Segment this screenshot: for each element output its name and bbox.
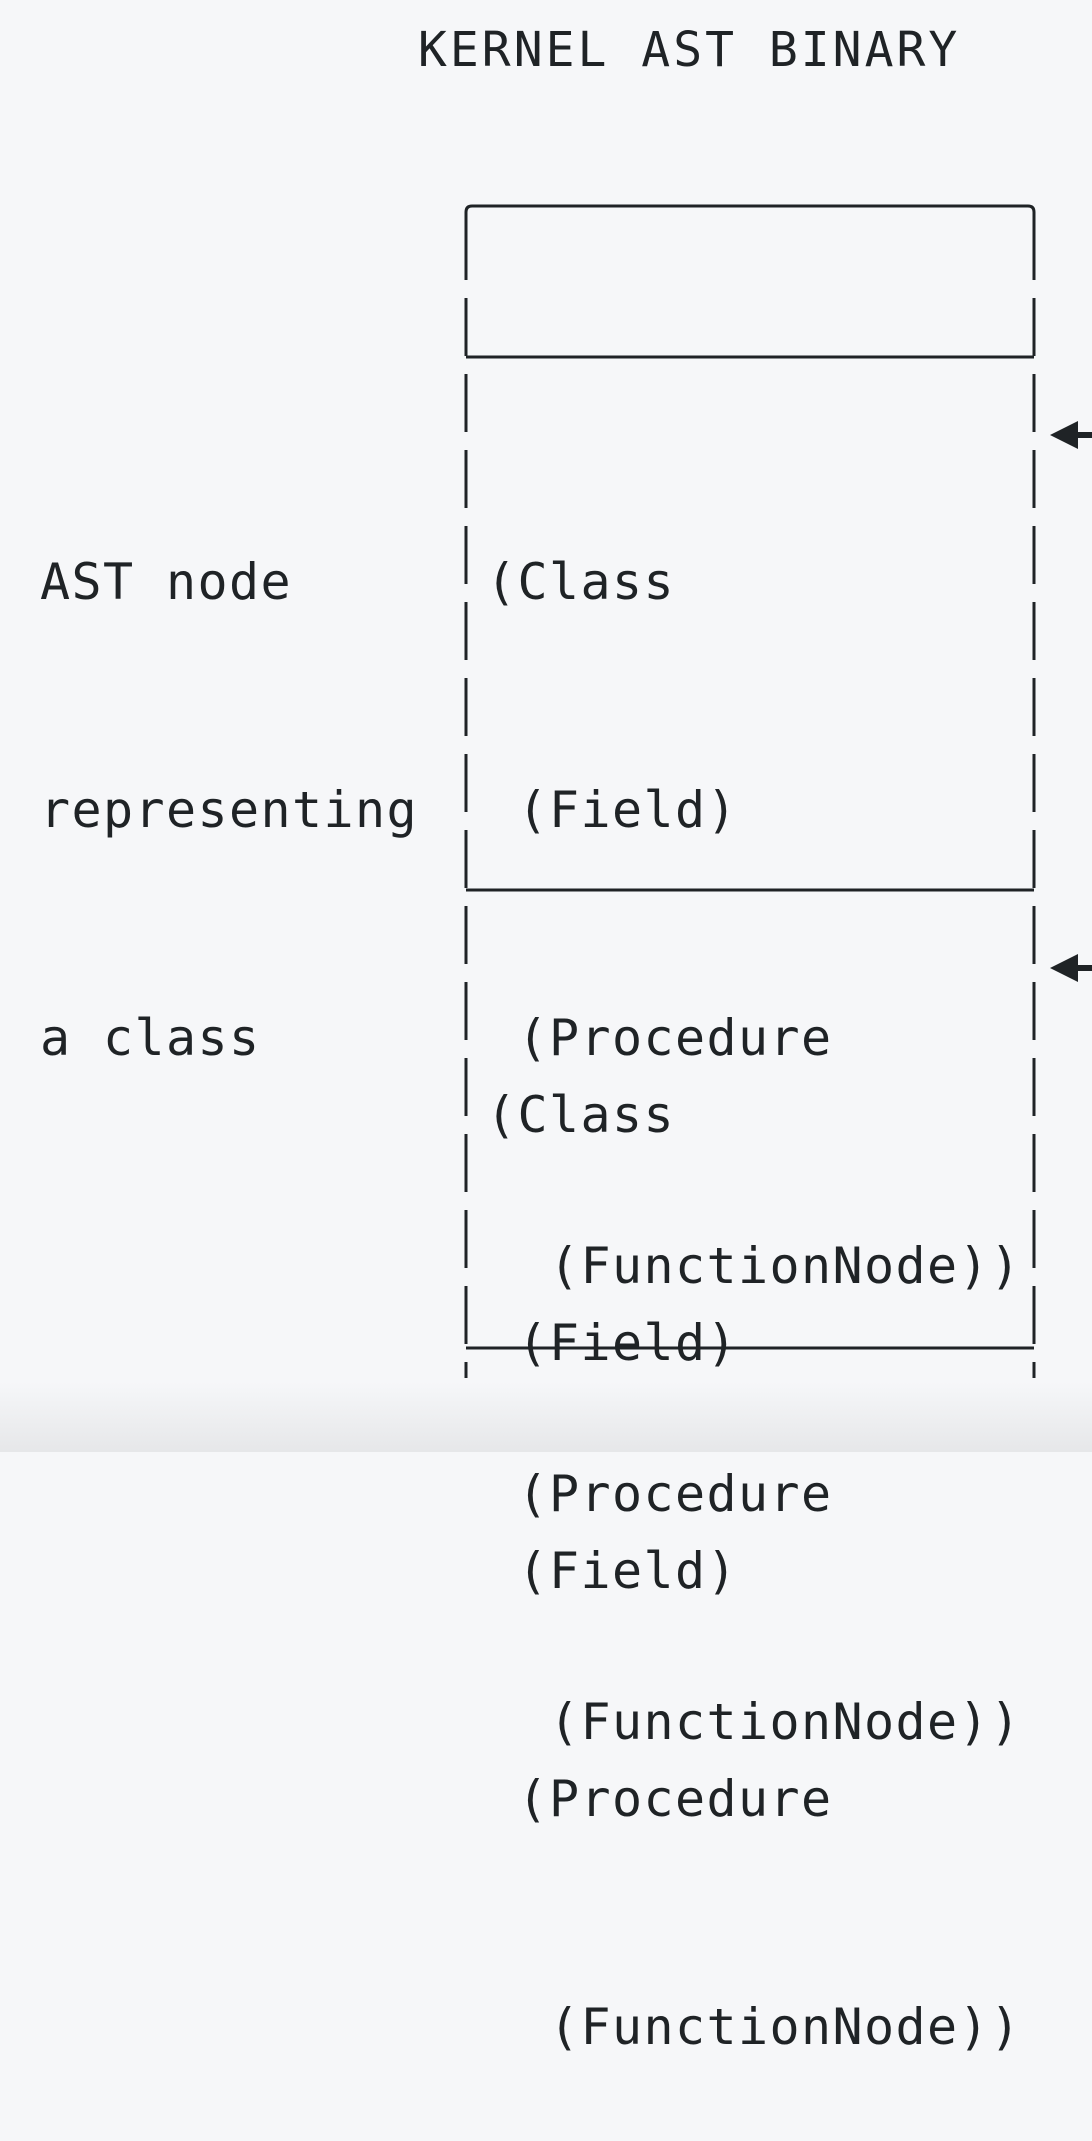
arrow-left-icon (1050, 421, 1092, 449)
box-top-border (464, 204, 1036, 222)
binary-layout-diagram (464, 204, 1092, 1378)
arrow-left-icon (1050, 954, 1092, 982)
diagram-title: KERNEL AST BINARY (418, 22, 961, 78)
bottom-shadow (0, 1382, 1092, 1452)
code-line: (Procedure (486, 1009, 833, 1067)
code-line: (Field) (486, 781, 739, 839)
label-line: representing (40, 781, 419, 839)
class-block-2: (Class (Field) (Field) (Procedure (Funct… (486, 925, 1022, 2141)
code-line: (Procedure (486, 1770, 833, 1828)
label-line: a class (40, 1009, 261, 1067)
code-line: (FunctionNode)) (486, 1998, 1022, 2056)
code-line: (Field) (486, 1314, 739, 1372)
code-line: (Field) (486, 1542, 739, 1600)
code-line: (Class (486, 553, 676, 611)
code-line: (FunctionNode)) (486, 1237, 1022, 1295)
label-line: AST node (40, 553, 293, 611)
code-line: (Class (486, 1086, 676, 1144)
ast-node-label: AST node representing a class (40, 392, 418, 1152)
